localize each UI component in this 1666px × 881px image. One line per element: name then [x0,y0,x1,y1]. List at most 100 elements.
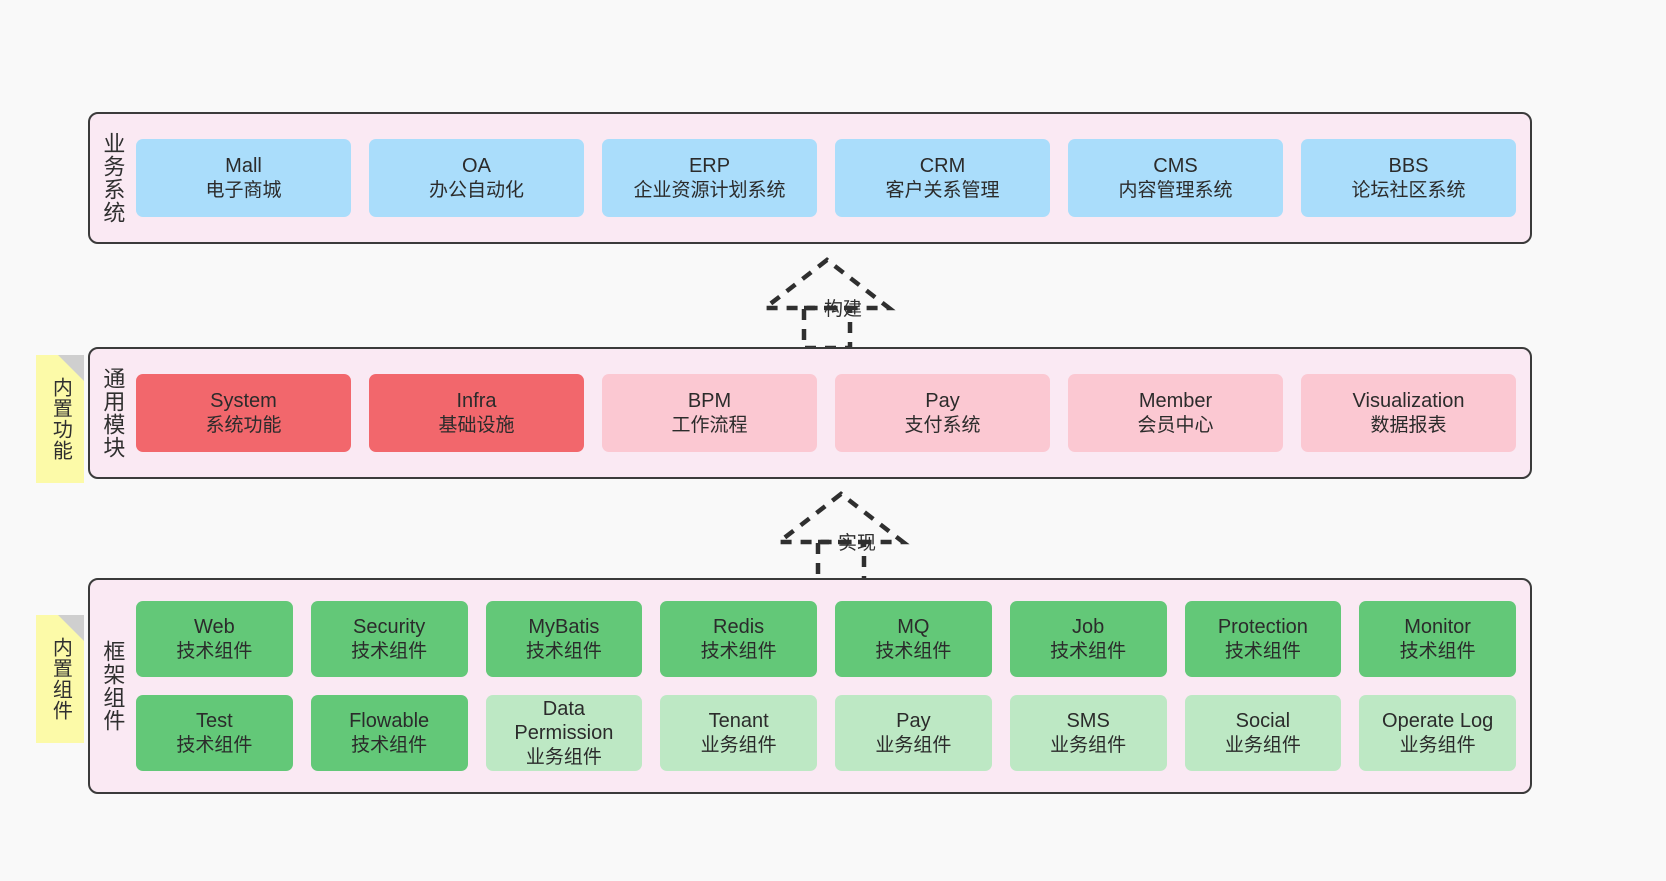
card-member-subtitle: 会员中心 [1137,414,1214,436]
card-web-subtitle: 技术组件 [176,640,253,662]
card-visualization-subtitle: 数据报表 [1370,414,1447,436]
card-job[interactable]: Job 技术组件 [1009,601,1167,677]
connector-implement-label: 实现 [838,533,877,554]
card-protection-subtitle: 技术组件 [1224,640,1301,662]
sticky-note-fold-icon [58,355,84,381]
layer-business-systems-label: 业务系统 [100,132,126,224]
card-job-subtitle: 技术组件 [1050,640,1127,662]
card-mybatis-title: MyBatis [528,616,600,639]
card-web[interactable]: Web 技术组件 [136,601,293,677]
card-visualization[interactable]: Visualization 数据报表 [1301,374,1516,452]
card-tenant[interactable]: Tenant 业务组件 [660,695,817,771]
card-data-permission-subtitle: 业务组件 [525,746,602,768]
card-system[interactable]: System 系统功能 [136,374,351,452]
card-security[interactable]: Security 技术组件 [310,601,468,677]
card-job-title: Job [1072,616,1105,639]
card-protection[interactable]: Protection 技术组件 [1184,601,1342,677]
card-security-subtitle: 技术组件 [351,640,428,662]
card-data-permission-title: Data Permission [514,698,614,745]
card-bbs[interactable]: BBS 论坛社区系统 [1301,139,1516,217]
framework-components-row-1: Web 技术组件 Security 技术组件 MyBatis 技术组件 Redi… [136,601,1516,677]
card-system-subtitle: 系统功能 [205,414,282,436]
card-infra-title: Infra [456,390,497,413]
card-flowable-title: Flowable [349,710,430,733]
card-oa-subtitle: 办公自动化 [428,179,524,201]
sticky-note-builtin-features: 内置功能 [36,355,84,483]
card-cms[interactable]: CMS 内容管理系统 [1068,139,1283,217]
card-sms[interactable]: SMS 业务组件 [1009,695,1167,771]
card-social-title: Social [1235,710,1291,733]
card-bpm[interactable]: BPM 工作流程 [602,374,817,452]
layer-business-systems-body: Mall 电子商城 OA 办公自动化 ERP 企业资源计划系统 CRM 客户关系… [134,114,1530,242]
card-pay-component-title: Pay [896,710,931,733]
card-tenant-title: Tenant [708,710,769,733]
layer-business-systems: 业务系统 Mall 电子商城 OA 办公自动化 ERP 企业资源计划系统 CRM [88,112,1532,244]
card-infra[interactable]: Infra 基础设施 [369,374,584,452]
card-mybatis[interactable]: MyBatis 技术组件 [485,601,643,677]
card-pay-module-title: Pay [925,390,960,413]
card-tenant-subtitle: 业务组件 [700,734,777,756]
card-redis[interactable]: Redis 技术组件 [660,601,817,677]
card-mall[interactable]: Mall 电子商城 [136,139,351,217]
card-sms-subtitle: 业务组件 [1050,734,1127,756]
sticky-note-fold-icon [58,615,84,641]
connector-build-label: 构建 [824,299,863,320]
connector-build: 构建 [752,256,922,351]
sticky-note-builtin-features-label: 内置功能 [49,377,72,461]
card-sms-title: SMS [1066,710,1110,733]
card-erp-subtitle: 企业资源计划系统 [633,179,786,201]
card-redis-title: Redis [713,616,765,639]
layer-common-modules: 通用模块 System 系统功能 Infra 基础设施 BPM 工作流程 Pay [88,347,1532,479]
card-pay-component-subtitle: 业务组件 [875,734,952,756]
card-test-title: Test [196,710,233,733]
card-bbs-title: BBS [1388,155,1429,178]
card-test[interactable]: Test 技术组件 [136,695,293,771]
card-cms-subtitle: 内容管理系统 [1118,179,1233,201]
card-mall-subtitle: 电子商城 [205,179,282,201]
card-bpm-subtitle: 工作流程 [671,414,748,436]
layer-framework-components-body: Web 技术组件 Security 技术组件 MyBatis 技术组件 Redi… [134,580,1530,792]
card-erp[interactable]: ERP 企业资源计划系统 [602,139,817,217]
card-flowable[interactable]: Flowable 技术组件 [310,695,468,771]
card-oa-title: OA [462,155,491,178]
framework-components-row-2: Test 技术组件 Flowable 技术组件 Data Permission … [136,695,1516,771]
card-member-title: Member [1138,390,1213,413]
card-pay-module-subtitle: 支付系统 [904,414,981,436]
layer-framework-components-label: 框架组件 [100,640,126,732]
card-operate-log-title: Operate Log [1382,710,1494,733]
card-mall-title: Mall [225,155,262,178]
card-crm-title: CRM [919,155,966,178]
card-mybatis-subtitle: 技术组件 [525,640,602,662]
card-monitor[interactable]: Monitor 技术组件 [1359,601,1516,677]
card-oa[interactable]: OA 办公自动化 [369,139,584,217]
card-security-title: Security [353,616,426,639]
card-test-subtitle: 技术组件 [176,734,253,756]
card-member[interactable]: Member 会员中心 [1068,374,1283,452]
common-modules-card-row: System 系统功能 Infra 基础设施 BPM 工作流程 Pay 支付系统… [136,374,1516,452]
card-pay-component[interactable]: Pay 业务组件 [835,695,992,771]
card-infra-subtitle: 基础设施 [438,414,515,436]
layer-common-modules-label: 通用模块 [100,367,126,459]
card-mq-subtitle: 技术组件 [875,640,952,662]
card-operate-log-subtitle: 业务组件 [1399,734,1476,756]
card-web-title: Web [193,616,235,639]
sticky-note-builtin-components-label: 内置组件 [49,637,72,721]
card-bbs-subtitle: 论坛社区系统 [1351,179,1466,201]
card-monitor-title: Monitor [1404,616,1471,639]
card-protection-title: Protection [1217,616,1308,639]
card-mq[interactable]: MQ 技术组件 [835,601,992,677]
card-operate-log[interactable]: Operate Log 业务组件 [1359,695,1516,771]
card-crm-subtitle: 客户关系管理 [885,179,1000,201]
business-systems-card-row: Mall 电子商城 OA 办公自动化 ERP 企业资源计划系统 CRM 客户关系… [136,139,1516,217]
card-social[interactable]: Social 业务组件 [1184,695,1342,771]
card-flowable-subtitle: 技术组件 [351,734,428,756]
card-social-subtitle: 业务组件 [1224,734,1301,756]
card-mq-title: MQ [897,616,930,639]
card-data-permission[interactable]: Data Permission 业务组件 [485,695,643,771]
card-crm[interactable]: CRM 客户关系管理 [835,139,1050,217]
card-erp-title: ERP [688,155,731,178]
card-pay-module[interactable]: Pay 支付系统 [835,374,1050,452]
layer-common-modules-body: System 系统功能 Infra 基础设施 BPM 工作流程 Pay 支付系统… [134,349,1530,477]
card-cms-title: CMS [1153,155,1198,178]
